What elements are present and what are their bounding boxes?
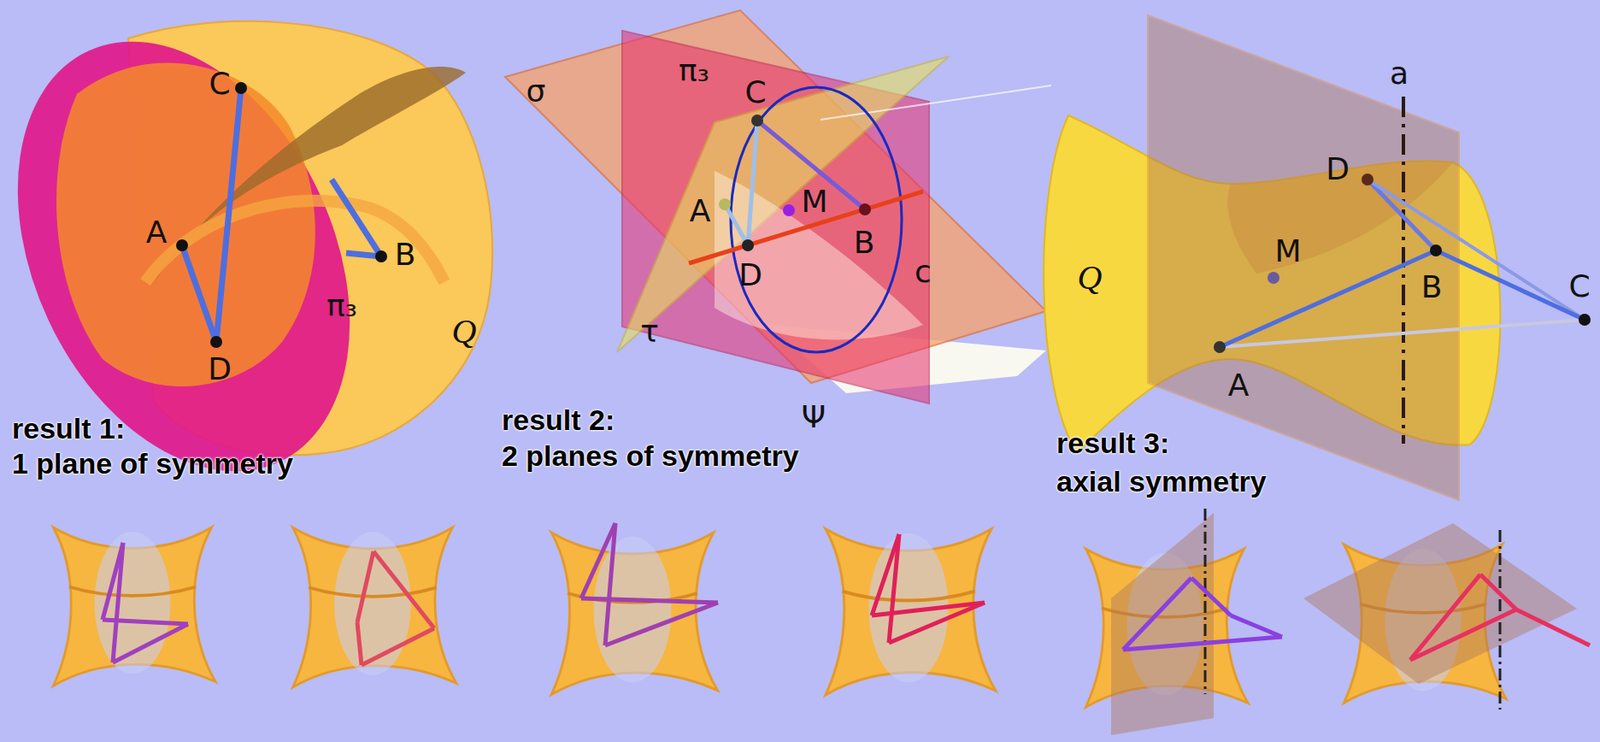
- point-label: C: [1568, 270, 1590, 302]
- point-label: π₃: [326, 290, 358, 322]
- point-label: τ: [640, 316, 659, 348]
- point-label: A: [689, 195, 712, 227]
- point-label: D: [738, 259, 763, 291]
- point-label: A: [146, 217, 168, 248]
- point-label: c: [914, 256, 932, 288]
- result-heading: result 2:: [501, 405, 615, 435]
- point-label: D: [1325, 153, 1350, 185]
- point-label: B: [853, 227, 876, 259]
- point-label: D: [207, 353, 232, 385]
- point-label: B: [1421, 271, 1443, 303]
- point-label: A: [1228, 370, 1250, 401]
- point-label: C: [208, 68, 230, 100]
- point-label: Q: [1077, 260, 1103, 295]
- result-heading: 2 planes of symmetry: [501, 441, 800, 471]
- result-heading: axial symmetry: [1056, 466, 1267, 496]
- point-label: M: [1274, 235, 1301, 267]
- point-label: B: [394, 239, 417, 271]
- point-label: M: [800, 186, 828, 218]
- point-label: C: [744, 76, 766, 108]
- point-label: Q: [452, 314, 477, 349]
- point-label: Ψ: [801, 401, 826, 433]
- point-label: π₃: [678, 55, 710, 87]
- result-heading: result 3:: [1056, 428, 1170, 458]
- result-heading: result 1:: [11, 413, 125, 443]
- point-label: a: [1389, 58, 1409, 89]
- point-label: σ: [526, 76, 547, 107]
- result-heading: 1 plane of symmetry: [11, 448, 294, 478]
